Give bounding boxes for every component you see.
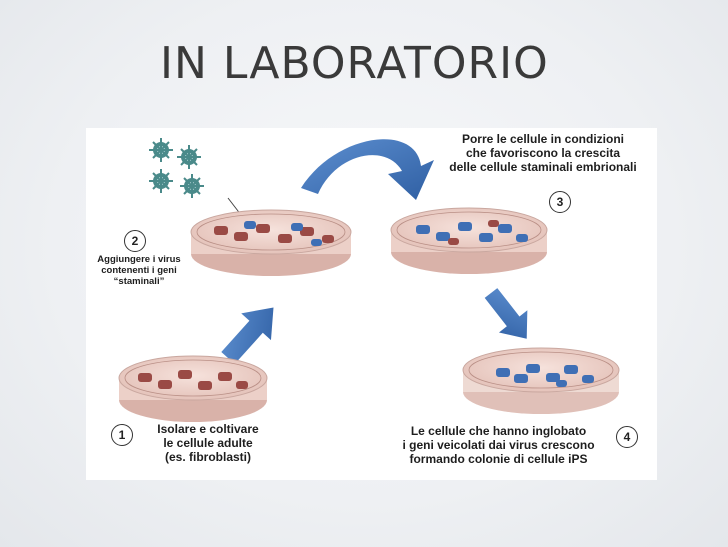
reprogramming-diagram: 2 3 1 4 Aggiungere i virus contenenti i … [86,128,657,480]
petri-dish-3 [391,208,547,274]
step-number-1: 1 [111,424,133,446]
step-1-caption: Isolare e coltivare le cellule adulte (e… [138,422,278,464]
slide-title: IN LABORATORIO [160,38,549,89]
virus-group [149,138,204,198]
step-3-caption: Porre le cellule in condizioni che favor… [430,132,656,174]
petri-dish-2 [191,210,351,276]
step-number-4: 4 [616,426,638,448]
step-number-3: 3 [549,191,571,213]
petri-dish-1 [119,356,267,422]
curved-arrow [301,139,434,200]
petri-dish-4 [463,348,619,414]
step-2-caption: Aggiungere i virus contenenti i geni “st… [84,254,194,287]
arrow-down [477,282,541,350]
step-number-2: 2 [124,230,146,252]
step-4-caption: Le cellule che hanno inglobato i geni ve… [386,424,611,466]
